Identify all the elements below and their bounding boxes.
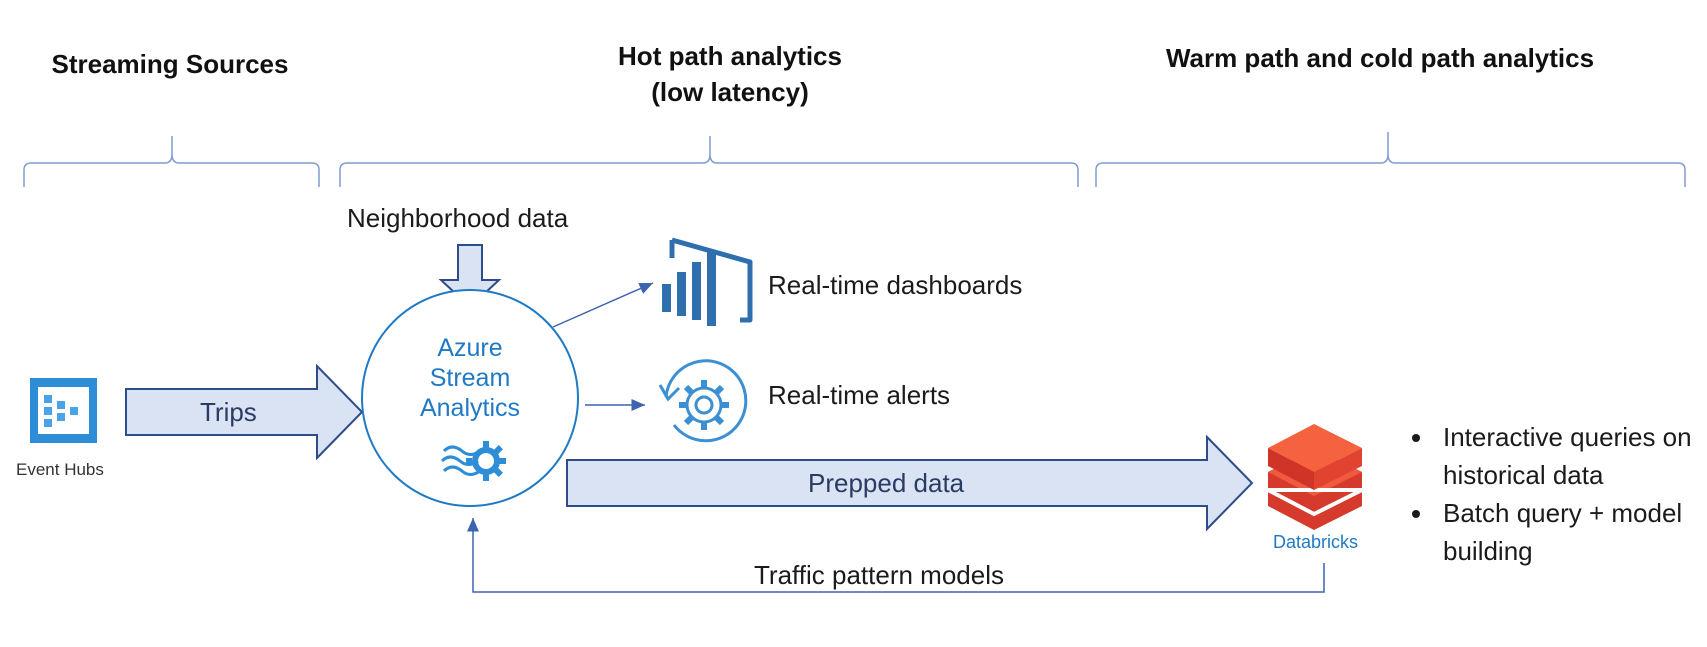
traffic-pattern-models-label: Traffic pattern models — [754, 560, 1004, 590]
event-hubs-label: Event Hubs — [16, 460, 104, 479]
trips-label: Trips — [200, 397, 257, 427]
real-time-dashboards-label: Real-time dashboards — [768, 270, 1023, 300]
bracket-hot-path — [339, 136, 1079, 187]
bracket-warm-cold-path — [1095, 132, 1686, 187]
databricks-label: Databricks — [1273, 532, 1359, 552]
databricks-uses-list: Interactive queries on historical data B… — [1405, 418, 1707, 570]
header-warm-cold-path: Warm path and cold path analytics — [1165, 43, 1595, 73]
asa-label-line2: Stream — [429, 364, 511, 392]
header-hot-path-line1: Hot path analytics — [618, 41, 842, 71]
header-streaming-sources: Streaming Sources — [51, 49, 289, 79]
event-hubs-icon — [30, 378, 97, 443]
alerts-gear-icon — [658, 359, 748, 443]
asa-label-line1: Azure — [437, 334, 503, 362]
header-hot-path: Hot path analytics (low latency) — [560, 38, 900, 110]
trips-arrow — [125, 363, 364, 461]
list-item: Batch query + model building — [1435, 494, 1707, 570]
header-hot-path-line2: (low latency) — [651, 77, 809, 107]
asa-label: Azure Stream Analytics — [400, 333, 540, 423]
real-time-alerts-label: Real-time alerts — [768, 380, 951, 410]
neighborhood-data-label: Neighborhood data — [347, 203, 569, 233]
databricks-icon — [1267, 424, 1363, 530]
list-item: Interactive queries on historical data — [1435, 418, 1707, 494]
prepped-data-arrow — [566, 434, 1254, 532]
prepped-data-label: Prepped data — [808, 468, 965, 498]
arrow-to-dashboards — [552, 282, 654, 328]
azure-stream-analytics-node — [361, 289, 579, 507]
bracket-streaming-sources — [23, 136, 320, 187]
traffic-models-feedback-line — [467, 518, 1325, 593]
asa-label-line3: Analytics — [419, 394, 521, 422]
stream-analytics-icon — [440, 441, 506, 481]
dashboard-chart-icon — [662, 237, 753, 326]
